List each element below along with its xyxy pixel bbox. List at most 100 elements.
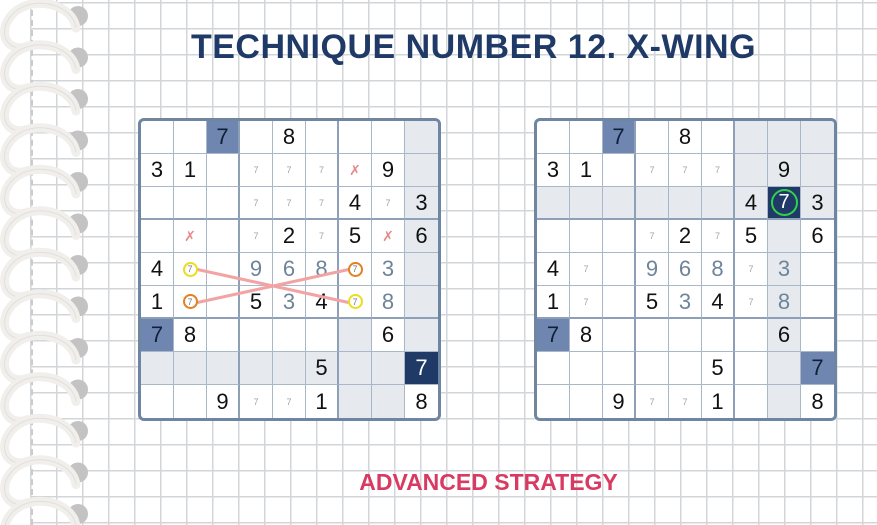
sudoku-cell[interactable] [174,121,207,154]
sudoku-cell[interactable]: 7 [306,220,339,253]
sudoku-cell[interactable]: 7 [735,286,768,319]
sudoku-cell[interactable]: 8 [669,121,702,154]
sudoku-cell[interactable]: 7 [405,352,438,385]
sudoku-cell[interactable]: 7 [537,319,570,352]
sudoku-cell[interactable]: 7 [636,385,669,418]
sudoku-cell[interactable]: 7 [141,319,174,352]
sudoku-cell[interactable]: 7 [372,187,405,220]
sudoku-cell[interactable] [141,187,174,220]
sudoku-cell[interactable]: 9 [603,385,636,418]
sudoku-cell[interactable] [735,319,768,352]
sudoku-cell[interactable]: 7 [240,220,273,253]
sudoku-cell[interactable]: 7 [174,286,207,319]
sudoku-cell[interactable] [702,187,735,220]
sudoku-cell[interactable] [801,253,834,286]
sudoku-cell[interactable] [570,385,603,418]
sudoku-cell[interactable]: 7 [273,154,306,187]
sudoku-cell[interactable] [207,220,240,253]
sudoku-cell[interactable]: 7 [306,154,339,187]
sudoku-cell[interactable]: 8 [306,253,339,286]
sudoku-cell[interactable] [405,121,438,154]
sudoku-cell[interactable] [174,187,207,220]
sudoku-cell[interactable]: 1 [537,286,570,319]
sudoku-cell[interactable]: 3 [768,253,801,286]
sudoku-cell[interactable] [141,121,174,154]
sudoku-cell[interactable]: 7 [702,154,735,187]
sudoku-cell[interactable] [636,187,669,220]
sudoku-cell[interactable]: 8 [174,319,207,352]
sudoku-cell[interactable]: 1 [306,385,339,418]
sudoku-cell[interactable]: 7 [273,187,306,220]
sudoku-cell[interactable]: 8 [801,385,834,418]
sudoku-cell[interactable] [405,154,438,187]
sudoku-cell[interactable] [537,187,570,220]
sudoku-cell[interactable]: 9 [207,385,240,418]
sudoku-cell[interactable]: 7 [570,286,603,319]
sudoku-cell[interactable]: 7 [603,121,636,154]
sudoku-cell[interactable]: 7 [207,121,240,154]
sudoku-cell[interactable]: ✗ [174,220,207,253]
sudoku-cell[interactable] [603,220,636,253]
sudoku-cell[interactable] [603,154,636,187]
sudoku-cell[interactable]: 7 [669,385,702,418]
sudoku-cell[interactable]: 3 [372,253,405,286]
sudoku-cell[interactable] [207,187,240,220]
sudoku-cell[interactable]: 4 [339,187,372,220]
sudoku-cell[interactable] [141,220,174,253]
sudoku-cell[interactable] [174,352,207,385]
sudoku-cell[interactable]: 5 [339,220,372,253]
sudoku-cell[interactable] [801,319,834,352]
sudoku-cell[interactable]: 6 [273,253,306,286]
sudoku-cell[interactable]: 3 [801,187,834,220]
sudoku-cell[interactable] [801,154,834,187]
sudoku-cell[interactable]: 9 [768,154,801,187]
sudoku-cell[interactable] [768,220,801,253]
sudoku-cell[interactable]: 8 [570,319,603,352]
sudoku-cell[interactable] [339,121,372,154]
sudoku-cell[interactable]: 8 [405,385,438,418]
sudoku-cell[interactable]: 1 [570,154,603,187]
sudoku-cell[interactable]: 9 [240,253,273,286]
sudoku-cell[interactable]: 6 [405,220,438,253]
sudoku-cell[interactable]: 8 [372,286,405,319]
sudoku-cell[interactable] [570,220,603,253]
sudoku-cell[interactable] [537,385,570,418]
sudoku-cell[interactable]: 3 [273,286,306,319]
sudoku-cell[interactable]: 3 [669,286,702,319]
sudoku-cell[interactable]: 8 [273,121,306,154]
sudoku-cell[interactable] [768,385,801,418]
sudoku-cell[interactable] [636,121,669,154]
sudoku-cell[interactable] [702,319,735,352]
sudoku-cell[interactable] [141,385,174,418]
sudoku-cell[interactable] [570,187,603,220]
sudoku-cell[interactable] [768,352,801,385]
sudoku-cell[interactable]: 9 [372,154,405,187]
sudoku-cell[interactable]: ✗ [339,154,372,187]
sudoku-cell[interactable] [735,385,768,418]
sudoku-cell[interactable] [669,187,702,220]
sudoku-cell[interactable] [405,319,438,352]
sudoku-cell[interactable] [735,121,768,154]
sudoku-cell[interactable] [801,286,834,319]
sudoku-cell[interactable]: 8 [702,253,735,286]
sudoku-cell[interactable] [306,121,339,154]
sudoku-cell[interactable]: 7 [735,253,768,286]
sudoku-cell[interactable] [240,121,273,154]
sudoku-cell[interactable] [240,319,273,352]
sudoku-cell[interactable]: 1 [702,385,735,418]
sudoku-cell[interactable] [339,352,372,385]
sudoku-cell[interactable] [702,121,735,154]
sudoku-cell[interactable] [372,121,405,154]
sudoku-cell[interactable] [537,220,570,253]
sudoku-cell[interactable]: 7 [339,253,372,286]
sudoku-cell[interactable] [768,121,801,154]
sudoku-cell[interactable] [372,385,405,418]
sudoku-cell[interactable]: 4 [735,187,768,220]
sudoku-cell[interactable]: 7 [240,385,273,418]
sudoku-cell[interactable]: 9 [636,253,669,286]
sudoku-cell[interactable]: 6 [801,220,834,253]
sudoku-cell[interactable] [372,352,405,385]
sudoku-cell[interactable]: 3 [141,154,174,187]
sudoku-cell[interactable]: 7 [801,352,834,385]
sudoku-cell[interactable] [603,286,636,319]
